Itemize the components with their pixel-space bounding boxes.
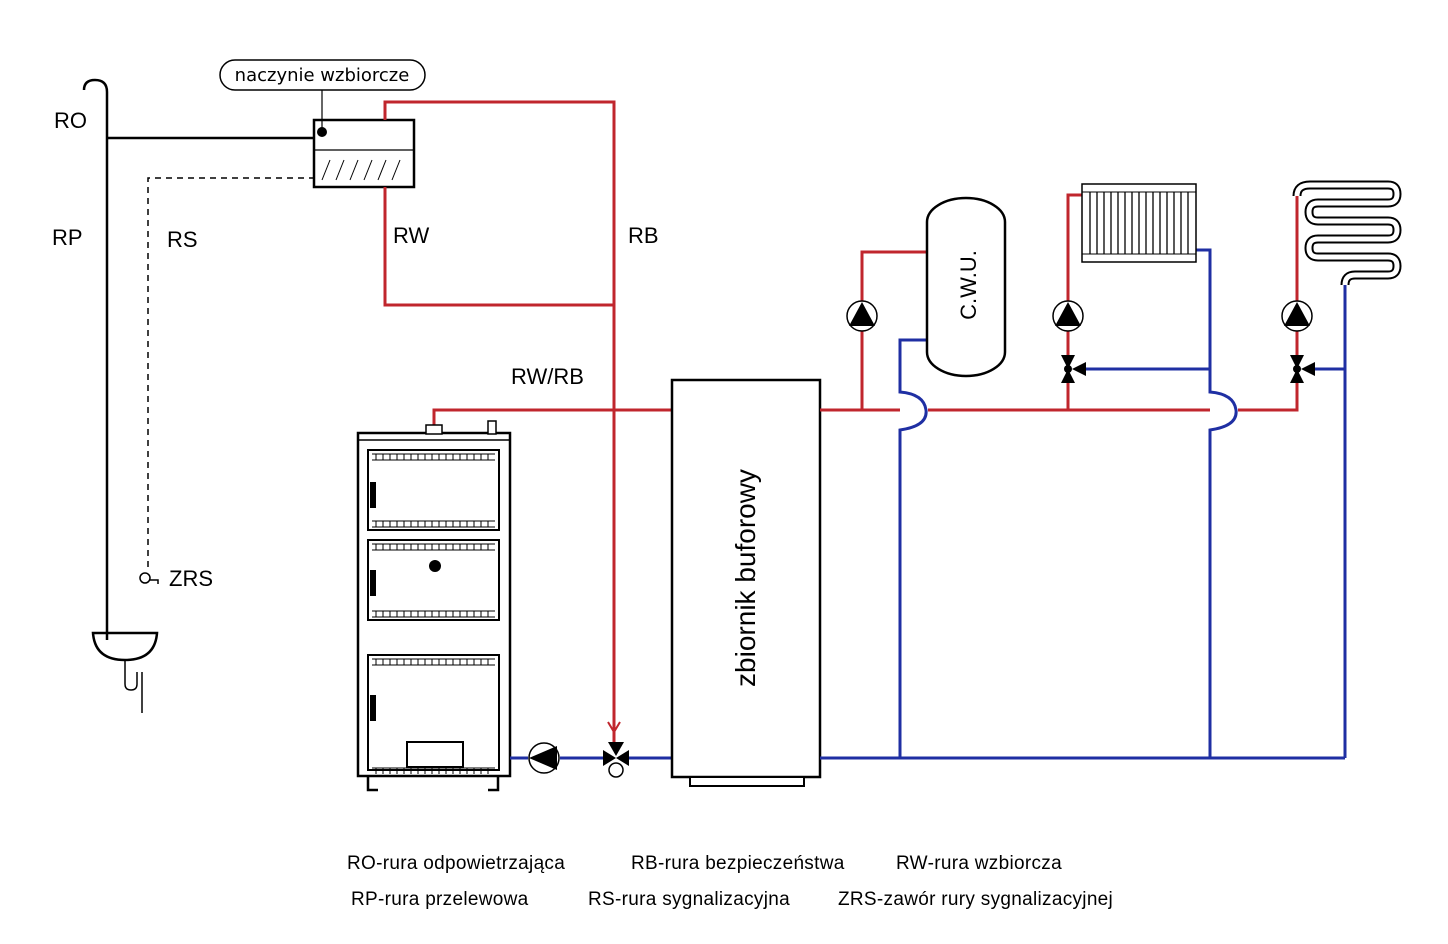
label-zrs: ZRS — [169, 566, 213, 591]
drain-funnel — [91, 631, 159, 713]
label-ro: RO — [54, 108, 87, 133]
label-rwrb: RW/RB — [511, 364, 584, 389]
return-lines — [820, 248, 1347, 760]
expansion-pipes — [383, 100, 672, 745]
floor-heating-valve-icon — [1290, 355, 1315, 383]
expansion-vessel-label: naczynie wzbiorcze — [235, 65, 410, 86]
legend-rw: RW-rura wzbiorcza — [896, 853, 1062, 874]
legend-rb: RB-rura bezpieczeństwa — [631, 853, 845, 874]
signal-pipe — [139, 177, 315, 584]
supply-lines — [820, 193, 1299, 412]
three-way-valve-icon — [603, 742, 629, 778]
boiler — [356, 420, 512, 792]
radiator-pump-icon — [1052, 300, 1084, 332]
buffer-tank — [670, 378, 822, 787]
buffer-tank-label: zbiornik buforowy — [730, 469, 761, 687]
signal-valve-icon — [139, 572, 151, 584]
expansion-vessel-callout — [219, 59, 426, 91]
floor-heating-coil-icon — [1292, 180, 1402, 286]
expansion-vessel — [219, 59, 426, 189]
label-rs: RS — [167, 227, 198, 252]
label-rb: RB — [628, 223, 659, 248]
dhw-pump-icon — [846, 300, 878, 332]
radiator-valve-icon — [1061, 355, 1086, 383]
radiator-icon — [1081, 183, 1197, 263]
label-rp: RP — [52, 225, 83, 250]
overflow-pipe — [82, 78, 315, 640]
legend-rs: RS-rura sygnalizacyjna — [588, 889, 790, 910]
label-rw: RW — [393, 223, 429, 248]
dhw-tank-label: C.W.U. — [956, 250, 981, 320]
legend-zrs: ZRS-zawór rury sygnalizacyjnej — [838, 889, 1113, 910]
dhw-tank — [925, 196, 1007, 378]
boiler-pump-icon — [528, 742, 560, 774]
legend: RO-rura odpowietrzająca RB-rura bezpiecz… — [347, 853, 1113, 910]
legend-ro: RO-rura odpowietrzająca — [347, 853, 565, 874]
floor-heating-pump-icon — [1281, 300, 1313, 332]
legend-rp: RP-rura przelewowa — [351, 889, 529, 910]
